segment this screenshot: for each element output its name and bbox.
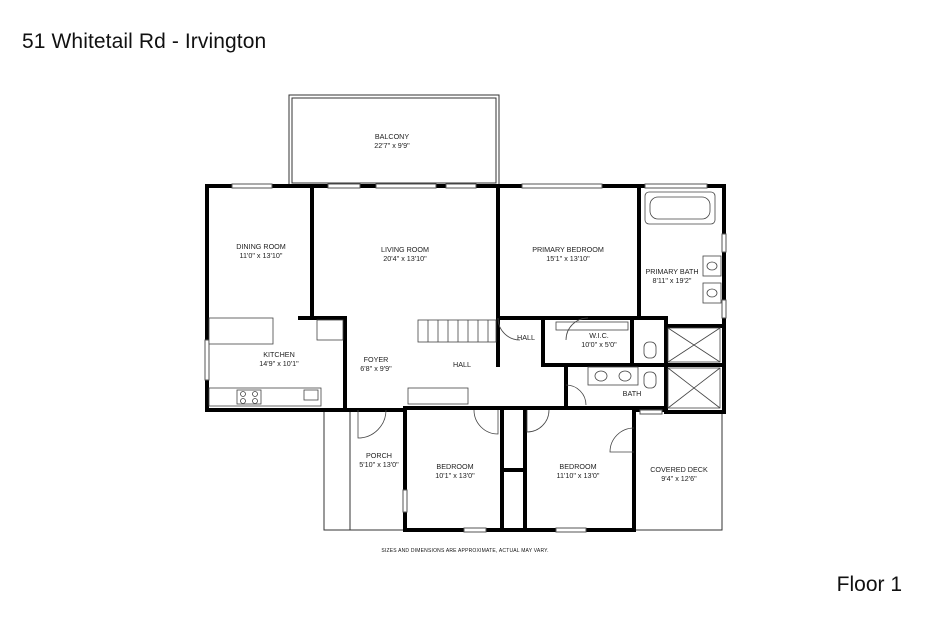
living-room-label: LIVING ROOM xyxy=(381,245,429,254)
bedroom-2-label: BEDROOM xyxy=(559,462,596,471)
wic-size: 10'0" x 5'0" xyxy=(581,340,617,349)
bedroom-1-size: 10'1" x 13'0" xyxy=(435,471,475,480)
porch-size: 5'10" x 13'0" xyxy=(359,460,399,469)
foyer-label: FOYER xyxy=(364,355,389,364)
bath-label: BATH xyxy=(623,389,642,398)
primary-bedroom-label: PRIMARY BEDROOM xyxy=(532,245,604,254)
living-room-size: 20'4" x 13'10" xyxy=(383,254,427,263)
stairs xyxy=(407,319,497,405)
kitchen-label: KITCHEN xyxy=(263,350,295,359)
covered-deck-label: COVERED DECK xyxy=(650,465,708,474)
primary-bedroom-size: 15'1" x 13'10" xyxy=(546,254,590,263)
covered-deck-outline xyxy=(634,412,723,531)
dining-room-size: 11'0" x 13'10" xyxy=(240,251,283,260)
kitchen-fixtures xyxy=(208,317,344,407)
bath-fixtures xyxy=(555,191,722,409)
hall-small-label: HALL xyxy=(517,333,535,342)
porch-label: PORCH xyxy=(366,451,392,460)
porch-outline xyxy=(323,410,405,531)
bedroom-2-size: 11'10" x 13'0" xyxy=(557,471,600,480)
covered-deck-size: 9'4" x 12'6" xyxy=(661,474,697,483)
room-labels: BALCONY 22'7" x 9'9" DINING ROOM 11'0" x… xyxy=(236,132,708,483)
primary-bath-label: PRIMARY BATH xyxy=(645,267,698,276)
kitchen-size: 14'9" x 10'1" xyxy=(259,359,299,368)
balcony-size: 22'7" x 9'9" xyxy=(374,141,410,150)
bedroom-1-label: BEDROOM xyxy=(436,462,473,471)
windows xyxy=(204,183,727,533)
floor-label: Floor 1 xyxy=(836,573,902,596)
hall-label: HALL xyxy=(453,360,471,369)
primary-bath-size: 8'11" x 19'2" xyxy=(653,276,692,285)
foyer-size: 6'8" x 9'9" xyxy=(360,364,392,373)
dining-room-label: DINING ROOM xyxy=(236,242,286,251)
wic-label: W.I.C. xyxy=(589,331,609,340)
interior-walls xyxy=(298,184,726,532)
disclaimer-text: SIZES AND DIMENSIONS ARE APPROXIMATE, AC… xyxy=(381,548,549,554)
doors xyxy=(357,317,635,453)
balcony-label: BALCONY xyxy=(375,132,410,141)
page-title: 51 Whitetail Rd - Irvington xyxy=(22,30,267,53)
